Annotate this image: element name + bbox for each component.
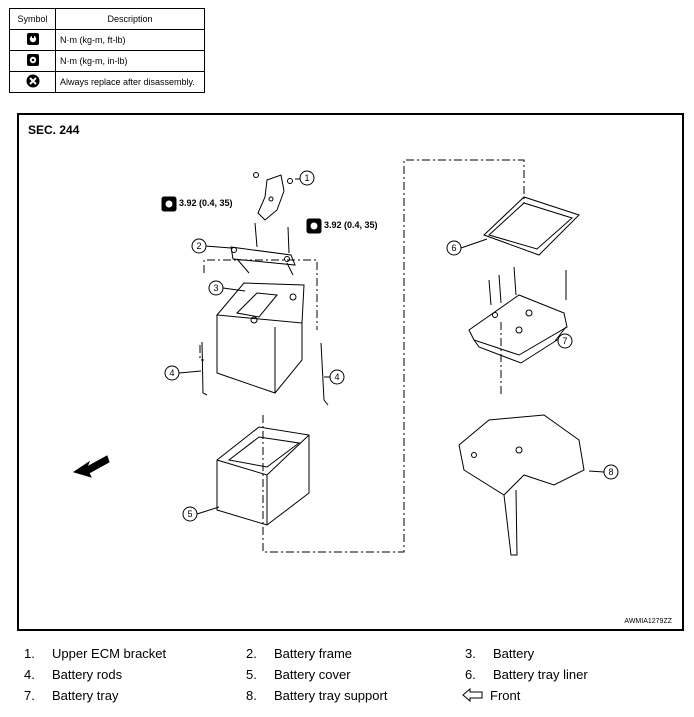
diagram-art: 1 2 3 4 4 5 6 7 8 [72,159,619,556]
exploded-diagram: SEC. 244 [17,113,684,631]
callout-8-circle [603,464,619,480]
callout-circles [164,170,619,522]
callout-1-circle [299,170,315,186]
torque-wrench-icon [26,33,39,45]
callout-4b: 4 [334,372,339,382]
callout-1: 1 [304,173,309,183]
legend-item: 5.Battery cover [246,667,351,682]
symbol-table: Symbol Description N·m (kg-m, ft-lb) N·m… [9,8,205,93]
battery-frame [230,222,296,276]
callout-5: 5 [187,509,192,519]
callout-3-circle [208,280,224,296]
callout-5-circle [182,506,198,522]
table-description: N·m (kg-m, ft-lb) [55,29,205,51]
callout-6: 6 [451,243,456,253]
front-arrow-icon [462,687,483,703]
battery [216,282,305,394]
front-arrow [72,455,110,478]
legend-item: 4.Battery rods [24,667,123,682]
battery-rod-left [201,341,208,396]
callout-4-circle [164,365,180,381]
battery-tray-liner [483,196,580,256]
torque-spec-frame-nut: 3.92 (0.4, 35) [324,220,378,230]
legend-item: Front [462,687,520,705]
callout-2: 2 [196,241,201,251]
table-description: N·m (kg-m, in-lb) [55,50,205,72]
battery-rod-right [320,342,329,406]
battery-tray-support [458,414,585,556]
callout-2-circle [191,238,207,254]
symbol-header: Symbol [9,8,56,30]
callout-7: 7 [562,336,567,346]
callout-3: 3 [213,283,218,293]
callout-7-circle [557,333,573,349]
legend-item: 1.Upper ECM bracket [24,646,167,661]
assembly-lines [199,159,525,553]
torque-wrench-small-icon [26,54,39,66]
legend-item: 2.Battery frame [246,646,353,661]
section-label: SEC. 244 [28,123,80,137]
callout-4b-circle [329,369,345,385]
table-row: Always replace after disassembly. [9,71,205,93]
description-header: Description [55,8,205,30]
legend-item: 3.Battery [465,646,535,661]
battery-tray [468,266,568,364]
upper-ecm-bracket [253,172,293,221]
leader-lines [178,178,605,515]
legend-item: 6.Battery tray liner [465,667,588,682]
legend-item: 8.Battery tray support [246,688,388,703]
battery-cover [216,426,310,526]
legend-item: 7.Battery tray [24,688,119,703]
torque-spec-frame-bolt: 3.92 (0.4, 35) [179,198,233,208]
table-description: Always replace after disassembly. [55,71,205,93]
callout-8: 8 [608,467,613,477]
table-row: N·m (kg-m, in-lb) [9,50,205,72]
always-replace-icon [26,74,39,88]
table-row: N·m (kg-m, ft-lb) [9,29,205,51]
callout-6-circle [446,240,462,256]
callout-4: 4 [169,368,174,378]
figure-code: AWMIA1279ZZ [624,618,672,625]
